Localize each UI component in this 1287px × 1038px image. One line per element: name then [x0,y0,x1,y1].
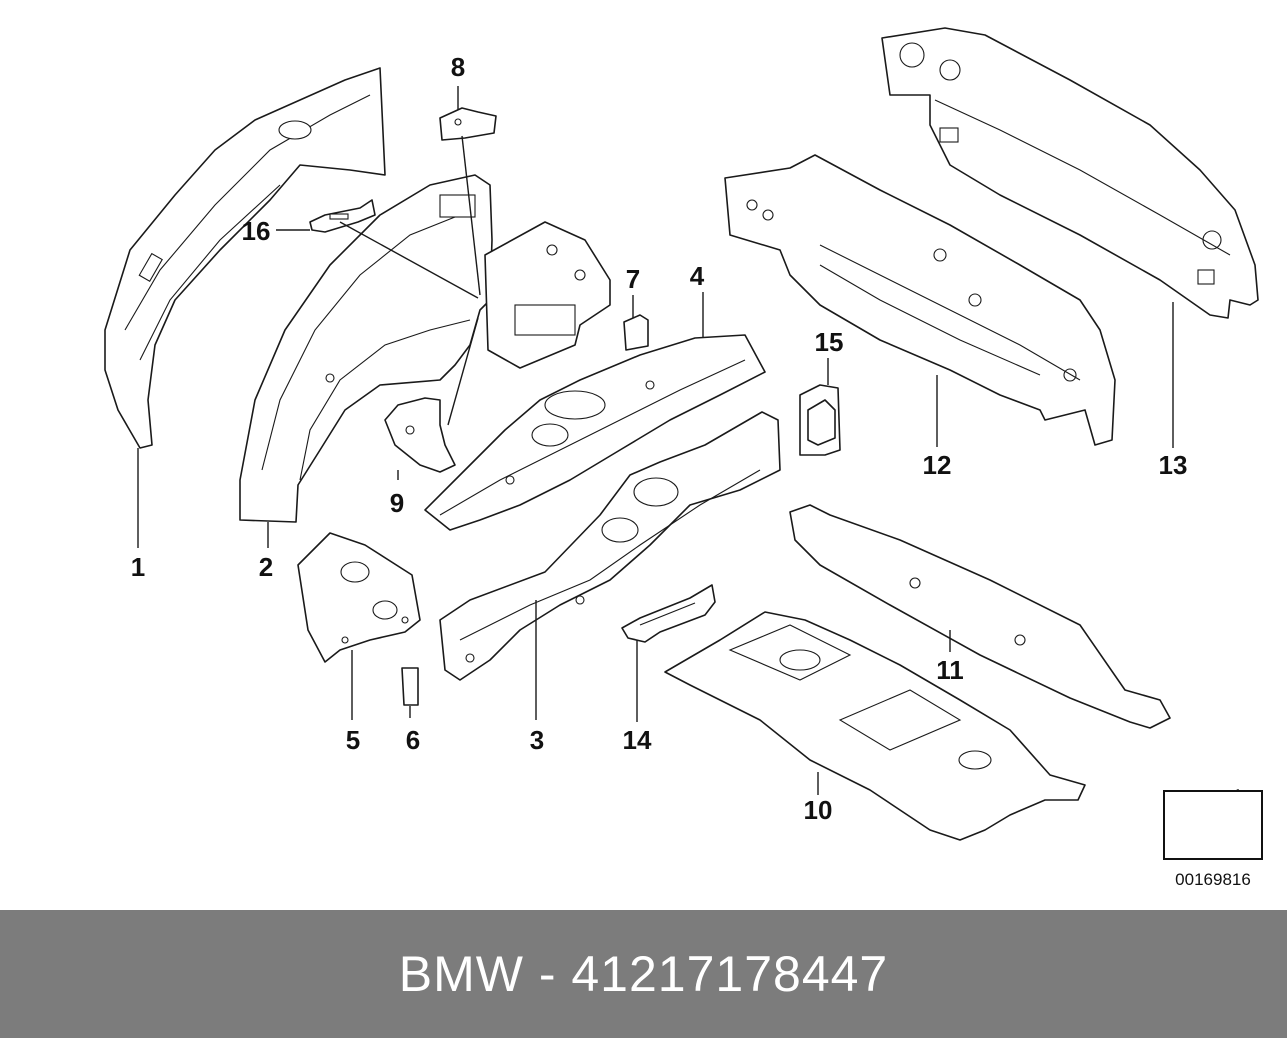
direction-reference-box [1163,790,1263,860]
callout-9: 9 [389,488,405,518]
callout-11: 11 [936,655,964,685]
callout-1: 1 [130,552,146,582]
part-number-title: BMW - 41217178447 [398,946,889,1002]
part-9[interactable] [384,397,456,473]
callout-7: 7 [625,264,641,294]
part-1[interactable] [104,67,386,449]
callout-2: 2 [258,552,274,582]
part-16[interactable] [309,199,376,233]
callout-10: 10 [803,795,833,825]
part-7[interactable] [623,314,649,351]
callout-15: 15 [814,327,844,357]
leader-lines [137,86,1174,795]
part-8[interactable] [439,107,497,141]
callout-6: 6 [405,725,421,755]
part-11[interactable] [789,504,1171,729]
part-15[interactable] [799,384,841,456]
part-3[interactable] [439,411,781,681]
callout-5: 5 [345,725,361,755]
part-14[interactable] [621,584,716,643]
parts-diagram: 1 2 3 4 5 6 7 8 9 10 11 12 13 14 15 16 0… [104,27,1263,889]
callout-4: 4 [689,261,705,291]
parts-drawing [104,27,1259,849]
part-2-bracket[interactable] [484,221,611,369]
callout-16: 16 [241,216,271,246]
part-13[interactable] [881,27,1259,319]
part-12[interactable] [724,154,1116,446]
part-5[interactable] [297,532,421,663]
part-4[interactable] [424,334,766,531]
callout-13: 13 [1158,450,1188,480]
footer-bar: BMW - 41217178447 [0,910,1287,1038]
callout-8: 8 [450,52,466,82]
part-2[interactable] [239,174,493,523]
part-10[interactable] [664,611,1086,841]
part-6[interactable] [401,667,419,706]
callout-12: 12 [922,450,952,480]
callout-14: 14 [622,725,652,755]
diagram-reference-number: 00169816 [1175,870,1251,889]
callout-3: 3 [529,725,545,755]
